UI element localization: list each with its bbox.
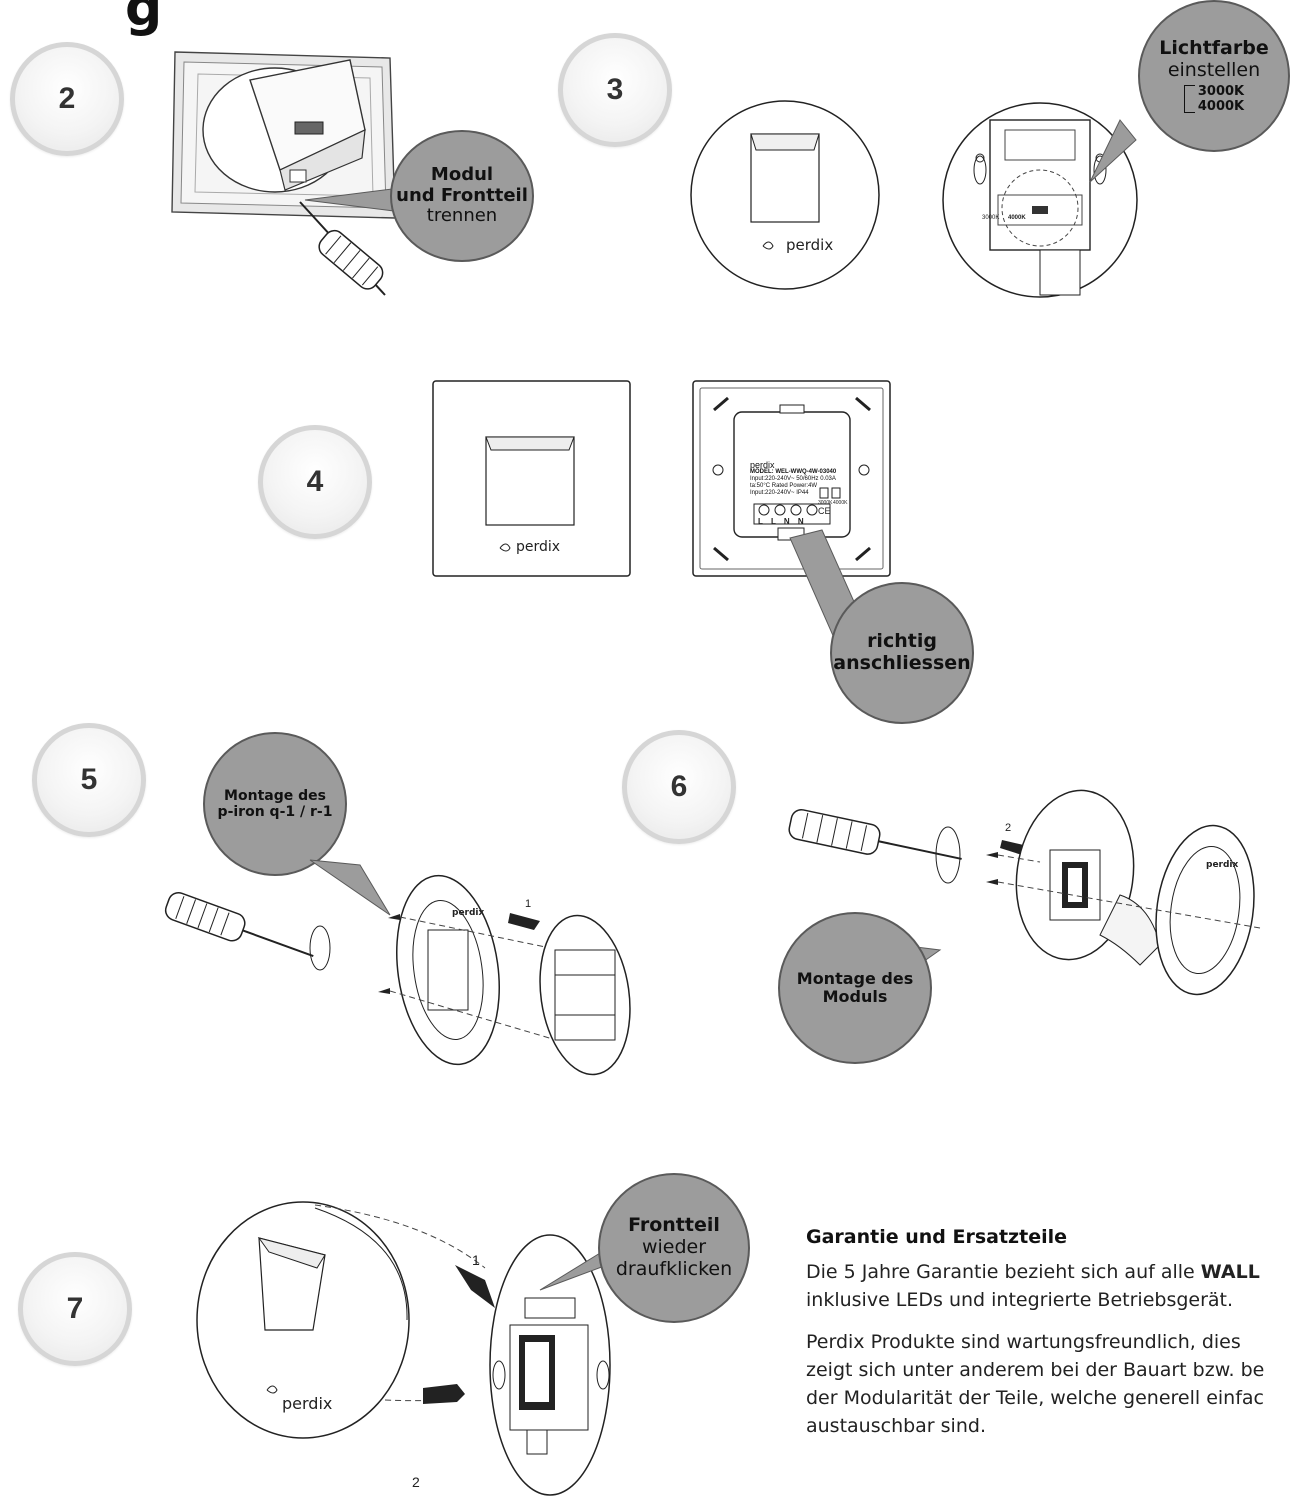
option-3000k: 3000K [1197, 83, 1245, 99]
step-7-logo: perdix [282, 1394, 333, 1413]
step-5-arrow-label: 1 [525, 898, 532, 910]
warranty-heading: Garantie und Ersatzteile [806, 1226, 1067, 1248]
step-3-front-cover [690, 100, 880, 290]
callout-line: p-iron q-1 / r-1 [217, 804, 333, 820]
warranty-p2-line: Perdix Produkte sind wartungsfreundlich,… [806, 1331, 1241, 1353]
callout-line: Frontteil [628, 1214, 720, 1237]
callout-line: wieder [641, 1236, 707, 1259]
step-4-terminal-labels: L L N N [758, 517, 807, 526]
warranty-paragraph-2: Perdix Produkte sind wartungsfreundlich,… [806, 1328, 1264, 1440]
step-4-device-label: perdix MODEL: WEL-WWQ-4W-03040 Input:220… [750, 460, 837, 497]
label-line: perdix [750, 460, 775, 470]
step-7-arrow2-label: 2 [412, 1474, 420, 1490]
callout-line: anschliessen [833, 652, 971, 674]
step-4-switch-label-3000: 3000K [818, 500, 833, 506]
color-temp-options: 3000K 4000K [1183, 83, 1245, 114]
step-6-callout: Montage des Moduls [778, 912, 932, 1064]
label-line: MODEL: WEL-WWQ-4W-03040 [750, 469, 837, 475]
step-2-callout: Modul und Frontteil trennen [390, 130, 534, 262]
step-7-number: 7 [18, 1252, 132, 1366]
callout-line: Montage des [796, 968, 914, 988]
callout-line: einstellen [1167, 59, 1261, 81]
step-4-front-cover [432, 380, 631, 577]
step-4-front-logo: perdix [516, 539, 561, 555]
label-line: Input:220-240V~ IP44 [750, 490, 809, 496]
callout-line: richtig [867, 630, 937, 653]
step-3-callout: Lichtfarbe einstellen 3000K 4000K [1138, 0, 1290, 152]
step-6-number: 6 [622, 730, 736, 844]
callout-line: Montage des [224, 787, 326, 804]
step-3-switch-label-3000: 3000K [982, 215, 1000, 221]
callout-line: Moduls [822, 987, 888, 1006]
step-4-ce-mark: CE [818, 506, 831, 516]
step-4-module-back [692, 380, 891, 657]
step-7-illustration [196, 1201, 616, 1496]
step-6-arrow-label: 2 [1005, 822, 1012, 834]
option-4000k: 4000K [1197, 98, 1245, 114]
step-3-number: 3 [558, 33, 672, 147]
step-2-illustration [171, 51, 403, 296]
label-line: ta:50°C Rated Power:4W [750, 483, 818, 489]
callout-line: Lichtfarbe [1159, 37, 1269, 60]
step-3-switch-label-4000: 4000K [1008, 215, 1026, 221]
warranty-paragraph-1: Die 5 Jahre Garantie bezieht sich auf al… [806, 1258, 1260, 1314]
step-6-logo: perdix [1206, 860, 1239, 870]
step-2-number: 2 [10, 42, 124, 156]
callout-line: trennen [426, 205, 498, 227]
warranty-p2-line: zeigt sich unter anderem bei der Bauart … [806, 1359, 1265, 1381]
step-6-illustration [788, 789, 1261, 996]
warranty-p2-line: austauschbar sind. [806, 1415, 986, 1437]
warranty-p1-line1: Die 5 Jahre Garantie bezieht sich auf al… [806, 1261, 1260, 1283]
step-5-illustration [164, 859, 631, 1076]
callout-line: und Frontteil [396, 184, 528, 206]
step-4-number: 4 [258, 425, 372, 539]
step-5-number: 5 [32, 723, 146, 837]
step-3-module-back [942, 102, 1138, 298]
warranty-p1-line2: inklusive LEDs und integrierte Betriebsg… [806, 1289, 1234, 1311]
step-4-callout: richtig anschliessen [830, 582, 974, 724]
step-5-logo: perdix [452, 908, 485, 918]
step-7-callout: Frontteil wieder draufklicken [598, 1173, 750, 1323]
step-3-logo: perdix [786, 236, 834, 254]
step-7-arrow1-label: 1 [472, 1252, 480, 1268]
callout-line: draufklicken [615, 1257, 733, 1280]
page-title-fragment: g [125, 0, 163, 38]
warranty-p2-line: der Modularität der Teile, welche genere… [806, 1387, 1264, 1409]
step-5-callout: Montage des p-iron q-1 / r-1 [203, 732, 347, 876]
callout-line: Modul [430, 163, 494, 185]
step-4-switch-label-4000: 4000K [833, 500, 848, 506]
label-line: Input:220-240V~ 50/60Hz 0.03A [750, 476, 836, 482]
